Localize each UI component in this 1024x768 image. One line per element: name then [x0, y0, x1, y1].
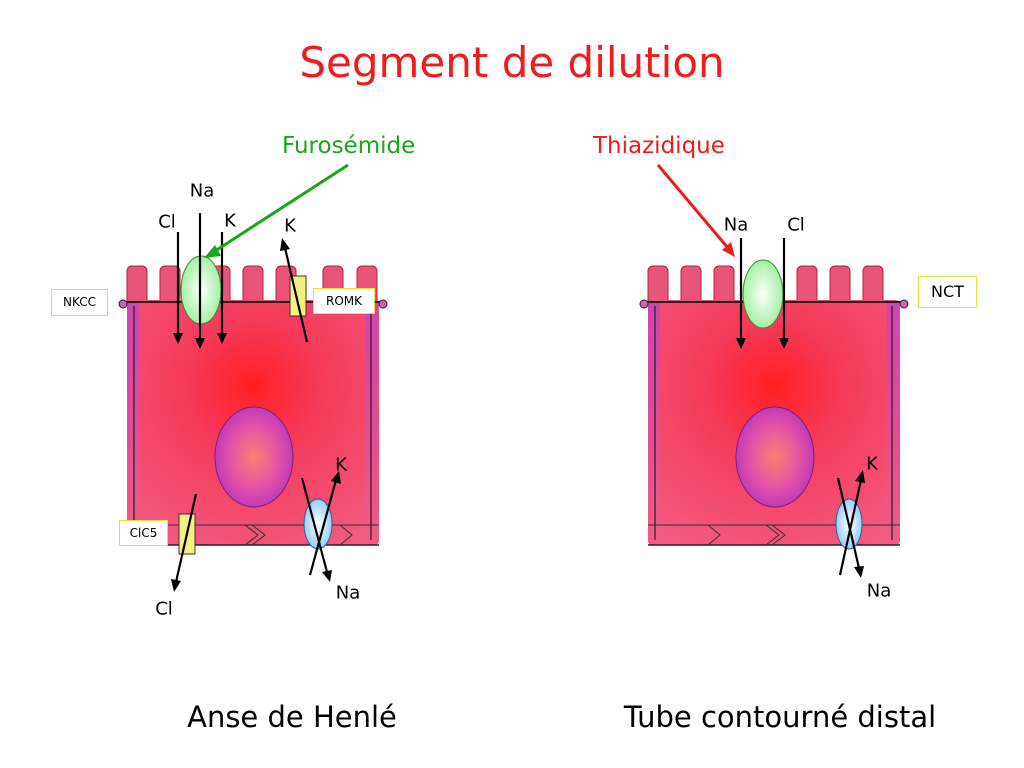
right-ion-na-top: Na [723, 214, 749, 236]
nct-transporter [742, 259, 784, 329]
right-ion-na-pump: Na [866, 580, 892, 602]
left-ion-na-top: Na [189, 180, 215, 202]
right-ion-arrows [736, 238, 865, 578]
nkcc-tag: NKCC [51, 289, 108, 316]
romk-tag: ROMK [313, 288, 375, 314]
thiazide-label: Thiazidique [593, 133, 725, 159]
left-nucleus [214, 406, 294, 508]
furosemide-label: Furosémide [282, 133, 416, 159]
left-ion-k-pump: K [335, 454, 347, 476]
right-cell [639, 164, 909, 578]
left-caption: Anse de Henlé [187, 700, 397, 734]
left-ion-cl-top: Cl [158, 211, 176, 233]
right-caption: Tube contourné distal [623, 700, 937, 734]
right-ion-cl-top: Cl [787, 214, 805, 236]
left-ion-arrows [171, 213, 341, 592]
left-ion-k-top: K [224, 210, 236, 232]
right-ion-k-pump: K [866, 453, 878, 475]
thiazide-arrow [656, 164, 730, 249]
right-nucleus [735, 406, 815, 508]
left-ion-k-romk: K [284, 215, 296, 237]
furosemide-arrow [211, 163, 349, 255]
clc5-tag: ClC5 [119, 520, 168, 546]
nct-tag: NCT [918, 276, 977, 308]
left-ion-cl-bottom: Cl [155, 598, 173, 620]
left-cell [118, 163, 388, 592]
left-ion-na-pump: Na [335, 582, 361, 604]
right-brush-border [647, 265, 884, 307]
page-title: Segment de dilution [299, 38, 725, 87]
